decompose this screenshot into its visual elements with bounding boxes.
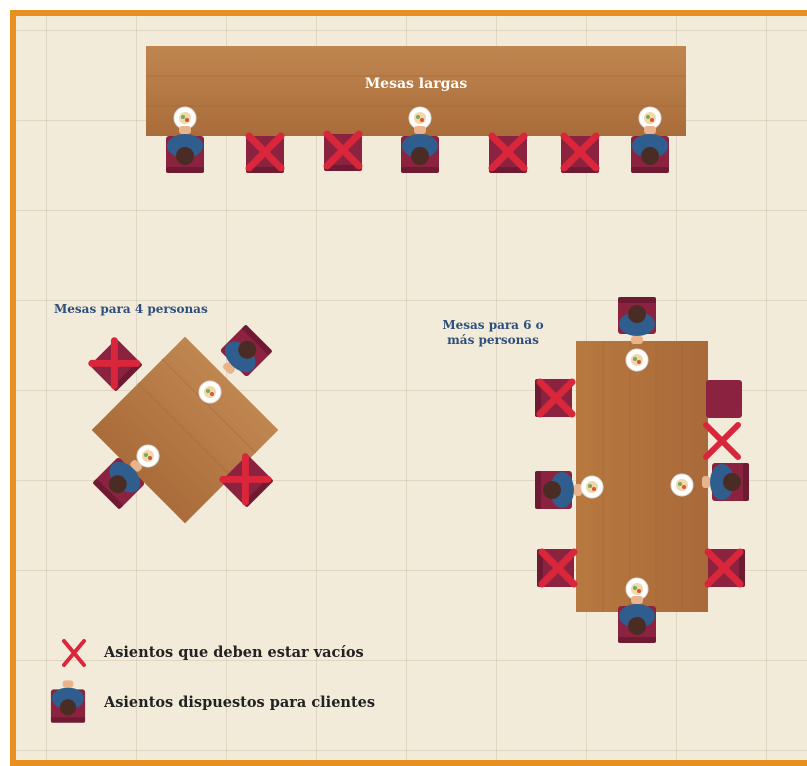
long-table-empty-seat-1 xyxy=(246,136,284,173)
long-tables-label: Mesas largas xyxy=(364,76,468,92)
legend-person-icon xyxy=(50,680,86,723)
legend-cross-icon xyxy=(62,639,86,667)
six-table-empty-seat-left-top xyxy=(535,379,572,417)
legend-empty-seats-text: Asientos que deben estar vacíos xyxy=(104,644,364,661)
four-table-empty-seat-1 xyxy=(90,339,143,392)
six-table-empty-seat-right-top xyxy=(703,380,742,460)
long-table-empty-seat-4 xyxy=(561,136,599,173)
legend-occupied-seats-text: Asientos dispuestos para clientes xyxy=(104,694,376,711)
long-table-empty-seat-2 xyxy=(324,134,362,171)
six-table-empty-seat-right-bottom xyxy=(708,549,745,587)
six-tables-label: Mesas para 6 o más personas xyxy=(442,318,544,347)
long-table-empty-seat-3 xyxy=(489,136,527,173)
four-tables-label: Mesas para 4 personas xyxy=(54,302,208,316)
six-table-empty-seat-left-bottom xyxy=(537,549,574,587)
